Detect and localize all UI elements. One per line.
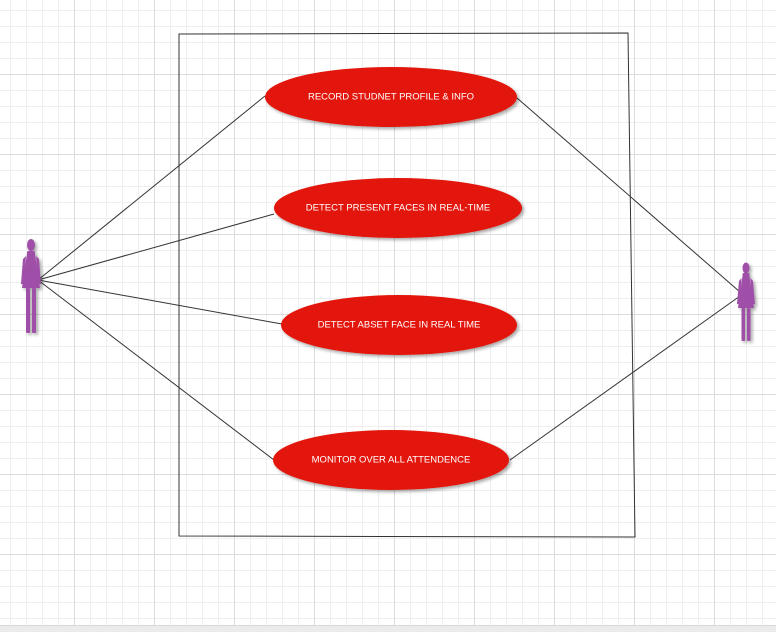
use-case-uc3[interactable]: DETECT ABSET FACE IN REAL TIME <box>281 295 517 355</box>
actor-left[interactable] <box>21 239 41 333</box>
female-actor-icon <box>737 262 755 341</box>
association-left-uc1[interactable] <box>37 95 266 281</box>
associations <box>37 95 741 461</box>
use-case-uc4[interactable]: MONITOR OVER ALL ATTENDENCE <box>273 430 509 490</box>
use-case-ellipse[interactable] <box>274 178 522 238</box>
use-case-uc1[interactable]: RECORD STUDNET PROFILE & INFO <box>265 67 517 127</box>
use-case-ellipse[interactable] <box>281 295 517 355</box>
association-left-uc4[interactable] <box>37 279 275 461</box>
female-actor-icon <box>21 239 41 333</box>
use-case-uc2[interactable]: DETECT PRESENT FACES IN REAL-TIME <box>274 178 522 238</box>
use-case-label: DETECT PRESENT FACES IN REAL-TIME <box>306 203 490 214</box>
system-boundary[interactable] <box>178 32 636 538</box>
association-left-uc3[interactable] <box>37 279 283 325</box>
use-case-ellipse[interactable] <box>265 67 517 127</box>
association-right-uc4[interactable] <box>509 295 741 461</box>
association-right-uc1[interactable] <box>516 97 741 293</box>
bottom-scroll-strip[interactable] <box>0 625 776 632</box>
actor-right[interactable] <box>737 262 755 342</box>
use-case-label: MONITOR OVER ALL ATTENDENCE <box>312 455 471 466</box>
use-case-label: RECORD STUDNET PROFILE & INFO <box>308 92 474 103</box>
use-case-label: DETECT ABSET FACE IN REAL TIME <box>318 320 481 331</box>
use-case-ellipse[interactable] <box>273 430 509 490</box>
association-left-uc2[interactable] <box>37 213 275 281</box>
